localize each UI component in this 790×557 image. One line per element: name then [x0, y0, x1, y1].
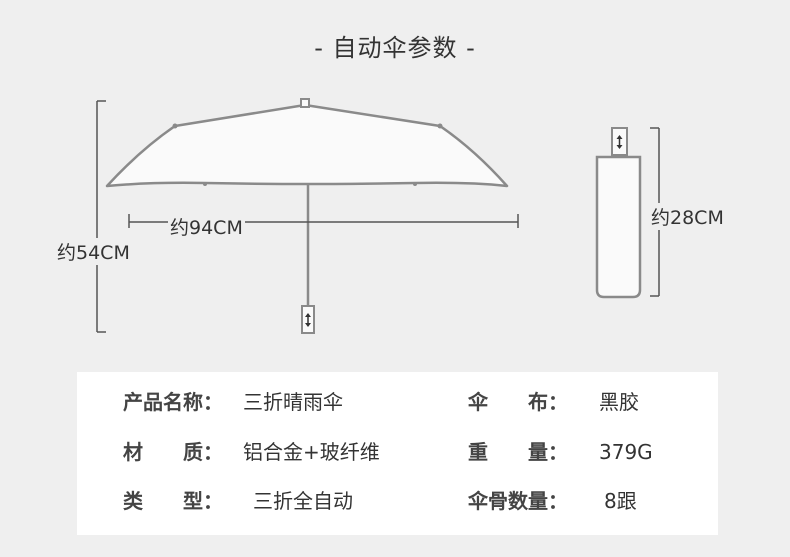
- spec-key: 伞骨数量：: [468, 489, 568, 513]
- page-title: - 自动伞参数 -: [314, 34, 476, 62]
- open-umbrella-canopy: [105, 103, 509, 188]
- spec-row: 类 型： 三折全自动 伞骨数量： 8跟: [77, 486, 718, 516]
- rib-joint: [437, 123, 443, 129]
- folded-umbrella-body: [595, 155, 642, 299]
- canopy-tip: [300, 98, 310, 108]
- spec-value: 379G: [599, 440, 653, 464]
- spec-key: 伞 布：: [468, 390, 568, 414]
- spec-key: 材 质：: [123, 440, 223, 464]
- rib-joint: [172, 123, 178, 129]
- rib-end: [203, 182, 207, 186]
- spec-key: 产品名称：: [123, 390, 223, 414]
- spec-panel: 产品名称： 三折晴雨伞 伞 布： 黑胶 材 质： 铝合金+玻纤维 重 量： 37…: [77, 372, 718, 535]
- spec-value: 8跟: [604, 489, 637, 513]
- spec-key: 类 型：: [123, 489, 223, 513]
- spec-row: 材 质： 铝合金+玻纤维 重 量： 379G: [77, 437, 718, 467]
- folded-length-label: 约28CM: [651, 203, 724, 230]
- width-label: 约94CM: [168, 213, 245, 240]
- spec-value: 黑胶: [599, 390, 639, 414]
- height-label: 约54CM: [57, 238, 130, 265]
- rib-end: [413, 182, 417, 186]
- spec-row: 产品名称： 三折晴雨伞 伞 布： 黑胶: [77, 387, 718, 417]
- spec-value: 铝合金+玻纤维: [243, 440, 380, 464]
- umbrella-dimension-diagram: [96, 98, 660, 334]
- spec-value: 三折全自动: [253, 489, 353, 513]
- spec-value: 三折晴雨伞: [243, 390, 343, 414]
- spec-key: 重 量：: [468, 440, 568, 464]
